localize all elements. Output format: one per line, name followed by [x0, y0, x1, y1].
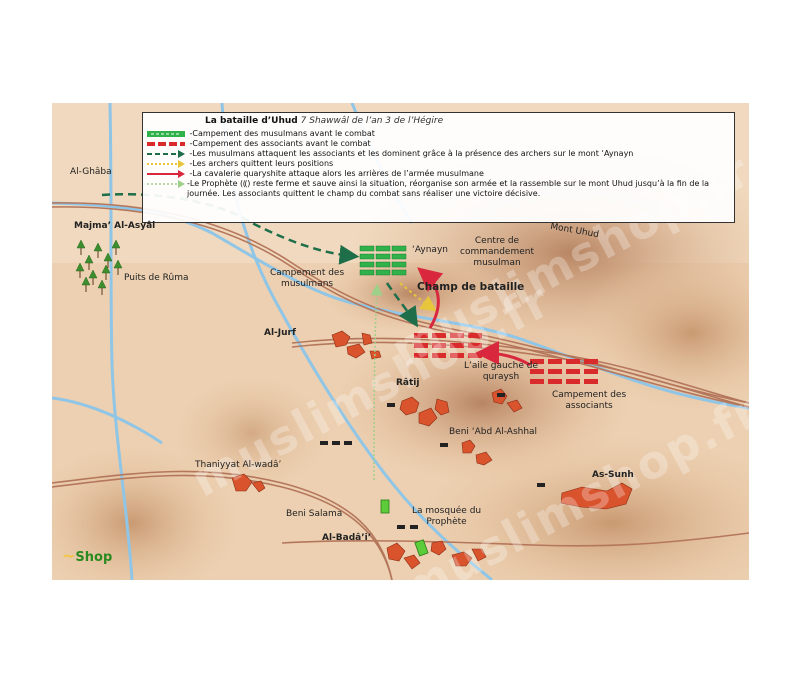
- yellow-arrow-icon: [147, 159, 185, 168]
- legend-item-prophet-symbol: [147, 179, 187, 189]
- archer-markers: [320, 393, 545, 529]
- red-camp-icon: [147, 141, 185, 146]
- place-beni-abd-al-ashhal: Beni ‘Abd Al-Ashhal: [449, 427, 538, 437]
- logo-swirl-icon: ~: [62, 546, 76, 565]
- villages: [231, 330, 633, 570]
- mosque-markers: [380, 499, 429, 557]
- legend-item-cavalry: -La cavalerie quaryshite attaque alors l…: [147, 169, 484, 179]
- map: muslimshop.fr muslimshop.fr muslimshop.f…: [52, 103, 749, 580]
- shop-logo: ~Shop: [62, 546, 113, 565]
- place-champ-de-bataille: Champ de bataille: [417, 281, 525, 293]
- place-aynayn: ‘Aynayn: [412, 245, 448, 255]
- place-beni-salama: Beni Salama: [286, 509, 343, 519]
- oasis-palms: [75, 239, 123, 295]
- place-al-badai: Al-Badâ’i’: [322, 533, 372, 543]
- place-puits-de-ruma: Puits de Rûma: [124, 273, 189, 283]
- assoc-camp-map: [414, 333, 598, 384]
- place-centre-commandement: Centre de commandement musulman: [460, 236, 534, 268]
- light-green-arrow-icon: [147, 179, 185, 188]
- battle-arrows: [101, 193, 531, 481]
- green-camp-icon: [147, 130, 185, 137]
- legend-item-prophet: -Le Prophète (⸨) reste ferme et sauve ai…: [187, 179, 710, 198]
- place-mosquee-prophete: La mosquée du Prophète: [412, 506, 482, 527]
- green-arrow-icon: [147, 149, 185, 158]
- place-thaniyyat-al-wada: Thaniyyat Al-wadâ’: [195, 460, 282, 470]
- place-aile-gauche-quraysh: L’aile gauche de quraysh: [464, 361, 539, 382]
- muslim-camp-map: [359, 245, 407, 276]
- legend: La bataille d’Uhud 7 Shawwâl de l’an 3 d…: [142, 112, 735, 223]
- red-arrow-icon: [147, 169, 185, 178]
- legend-title: La bataille d’Uhud 7 Shawwâl de l’an 3 d…: [205, 116, 444, 126]
- place-campement-musulmans: Campement des musulmans: [270, 268, 345, 289]
- legend-item-assoc-camp: -Campement des associants avant le comba…: [147, 139, 371, 149]
- place-campement-associants: Campement des associants: [552, 390, 627, 411]
- place-ratij: Râtij: [396, 378, 420, 388]
- place-majma-al-asyal: Majma’ Al-Asyâl: [74, 221, 156, 231]
- legend-item-muslim-camp: -Campement des musulmans avant le combat: [147, 129, 375, 139]
- legend-item-archers: -Les archers quittent leurs positions: [147, 159, 333, 169]
- place-as-sunh: As-Sunh: [592, 470, 634, 480]
- place-al-ghaba: Al-Ghâba: [70, 167, 112, 177]
- legend-item-muslim-attack: -Les musulmans attaquent les associants …: [147, 149, 633, 159]
- place-al-jurf: Al-Jurf: [264, 328, 296, 338]
